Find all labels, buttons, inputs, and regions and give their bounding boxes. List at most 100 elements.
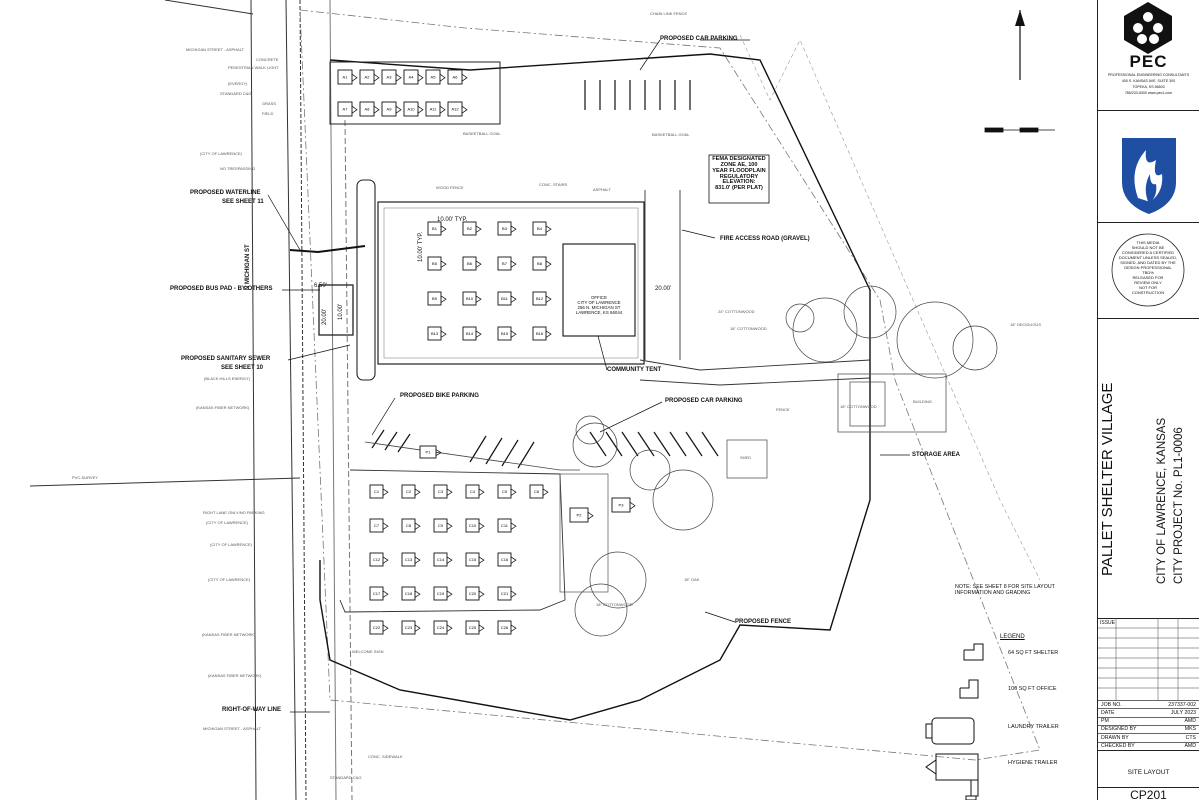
shelter-label: A1 xyxy=(343,75,349,80)
shelter-label: A3 xyxy=(387,75,393,80)
shelter-label: C20 xyxy=(469,591,477,596)
shelter-unit: C12 xyxy=(369,552,389,567)
shelter-label: A9 xyxy=(387,107,393,112)
shelter-label: C19 xyxy=(437,591,445,596)
proposed-fence-line xyxy=(319,53,871,721)
job-info-key: CHECKED BY xyxy=(1101,743,1135,749)
top-parking-stalls xyxy=(584,80,691,110)
community-tent-text-line: OFFICE xyxy=(590,295,608,300)
label-kansas-fiber-1: (KANSAS FIBER NETWORK) xyxy=(196,405,250,410)
shelter-label: A8 xyxy=(365,107,371,112)
shelter-unit: B10 xyxy=(462,291,482,306)
proposed-waterline xyxy=(289,245,366,254)
shelter-label: A2 xyxy=(365,75,371,80)
job-info-value: AMD xyxy=(1184,718,1196,725)
seal-text-line: NOT FOR xyxy=(1139,285,1157,290)
legend-laundry-label: LAUNDRY TRAILER xyxy=(1008,724,1059,730)
shelter-unit: B1 xyxy=(427,221,447,236)
shelter-unit: C18 xyxy=(401,586,421,601)
label-no-trespassing: NO TRESPASSING xyxy=(220,166,256,171)
pec-logo xyxy=(1124,2,1172,54)
storage-area xyxy=(837,373,947,433)
shelter-unit: B3 xyxy=(497,221,517,236)
shelter-unit: C2 xyxy=(401,484,421,499)
project-location: CITY OF LAWRENCE, KANSAS xyxy=(1156,417,1168,584)
dim-20-bus-label: 20.00' xyxy=(322,308,328,325)
label-wood-fence: WOOD FENCE xyxy=(436,185,464,190)
shelter-unit: P2 xyxy=(569,507,594,523)
shelter-unit: C7 xyxy=(369,518,389,533)
project-title: PALLET SHELTER VILLAGE xyxy=(1099,382,1116,576)
shelter-label: A10 xyxy=(407,107,415,112)
shelter-unit: C16 xyxy=(497,552,517,567)
proposed-bike-parking-label: PROPOSED BIKE PARKING xyxy=(400,393,479,399)
job-info-row: JOB NO.237337-002 xyxy=(1098,700,1199,709)
proposed-fence-label: PROPOSED FENCE xyxy=(735,619,792,625)
graphic-scale xyxy=(984,127,1055,133)
shelter-unit: C9 xyxy=(433,518,453,533)
community-tent-text-line: LAWRENCE, KS 66044 xyxy=(575,309,623,315)
job-info-key: DRAWN BY xyxy=(1101,734,1129,741)
job-info-key: PM xyxy=(1101,718,1109,725)
seal-text-line: SHOULD NOT BE xyxy=(1131,245,1165,250)
site-layout-note-line: INFORMATION AND GRADING xyxy=(955,589,1031,596)
shelter-label: C16 xyxy=(501,557,509,562)
shelter-unit: B4 xyxy=(532,221,552,236)
shelter-label: C11 xyxy=(501,523,509,528)
label-city-of-lawrence-1: (CITY OF LAWRENCE) xyxy=(200,151,243,156)
shelter-label: B5 xyxy=(432,261,438,266)
shelter-unit: B8 xyxy=(532,256,552,271)
seal-text-line: DESIGN PROFESSIONAL xyxy=(1124,265,1172,270)
community-tent-text-line: 256 N. MICHIGAN ST xyxy=(577,304,621,310)
shelter-label: C9 xyxy=(438,523,444,528)
job-info-row: PM AMD xyxy=(1098,716,1199,726)
shelter-unit: C8 xyxy=(401,518,421,533)
shelter-label: C25 xyxy=(469,625,477,630)
job-info-value: JULY 2023 xyxy=(1170,709,1196,716)
middle-shelter-pad xyxy=(377,201,645,365)
sheet-number-block: CP201 xyxy=(1098,786,1199,802)
shelter-label: B3 xyxy=(502,226,508,231)
shelter-unit: C25 xyxy=(465,620,485,635)
shelter-unit: A6 xyxy=(447,69,468,85)
shelter-label: B10 xyxy=(466,296,474,301)
fema-note-line: ZONE AE, 100 xyxy=(720,161,758,168)
shelter-unit: C10 xyxy=(465,518,485,533)
label-kansas-fiber-2: (KANSAS FIBER NETWORK) xyxy=(202,632,256,637)
shelter-unit: C14 xyxy=(433,552,453,567)
north-arrow xyxy=(1015,10,1025,80)
label-welcome-sign: WELCOME SIGN xyxy=(352,649,384,654)
seal-text-line: CONSTRUCTION xyxy=(1131,290,1165,295)
shelter-unit: A4 xyxy=(403,69,424,85)
proposed-waterline-label: PROPOSED WATERLINE xyxy=(190,190,261,196)
shelter-unit: B5 xyxy=(427,256,447,271)
fema-note-line: ELEVATION: xyxy=(722,179,756,186)
legend-icons xyxy=(925,643,984,801)
community-tent-text-line: CITY OF LAWRENCE xyxy=(577,299,621,305)
shelter-unit: B2 xyxy=(462,221,482,236)
dim-10-bus-label: 10.00' xyxy=(338,303,344,320)
shelter-unit: A8 xyxy=(359,101,380,117)
seal-text-line: DOCUMENT UNLESS SEALED, xyxy=(1118,255,1178,260)
site-layout-note-line: NOTE: SEE SHEET 8 FOR SITE LAYOUT xyxy=(955,584,1055,590)
storage-area-label: STORAGE AREA xyxy=(912,452,961,458)
label-pvc-survey: PVC-SURVEY xyxy=(72,475,98,480)
shelter-label: A6 xyxy=(453,75,459,80)
shelter-unit: A1 xyxy=(337,69,358,85)
dim-6-50-label: 6.50' xyxy=(314,283,327,289)
label-cottonwood-2: 18" COTTONWOOD xyxy=(730,326,767,331)
shelter-label: C7 xyxy=(374,523,380,528)
shelter-label: C15 xyxy=(469,557,477,562)
shelter-unit: C3 xyxy=(433,484,453,499)
sheet-title: SITE LAYOUT xyxy=(1127,769,1170,776)
label-conc-sidewalk: CONC. SIDEWALK xyxy=(368,754,403,759)
fema-note-line: YEAR FLOODPLAIN xyxy=(712,167,766,174)
label-basketball-goal-2: BASKETBALL GOAL xyxy=(652,132,690,137)
shelter-unit: B9 xyxy=(427,291,447,306)
label-standard-c-g-2: STANDARD C&G xyxy=(330,775,362,780)
